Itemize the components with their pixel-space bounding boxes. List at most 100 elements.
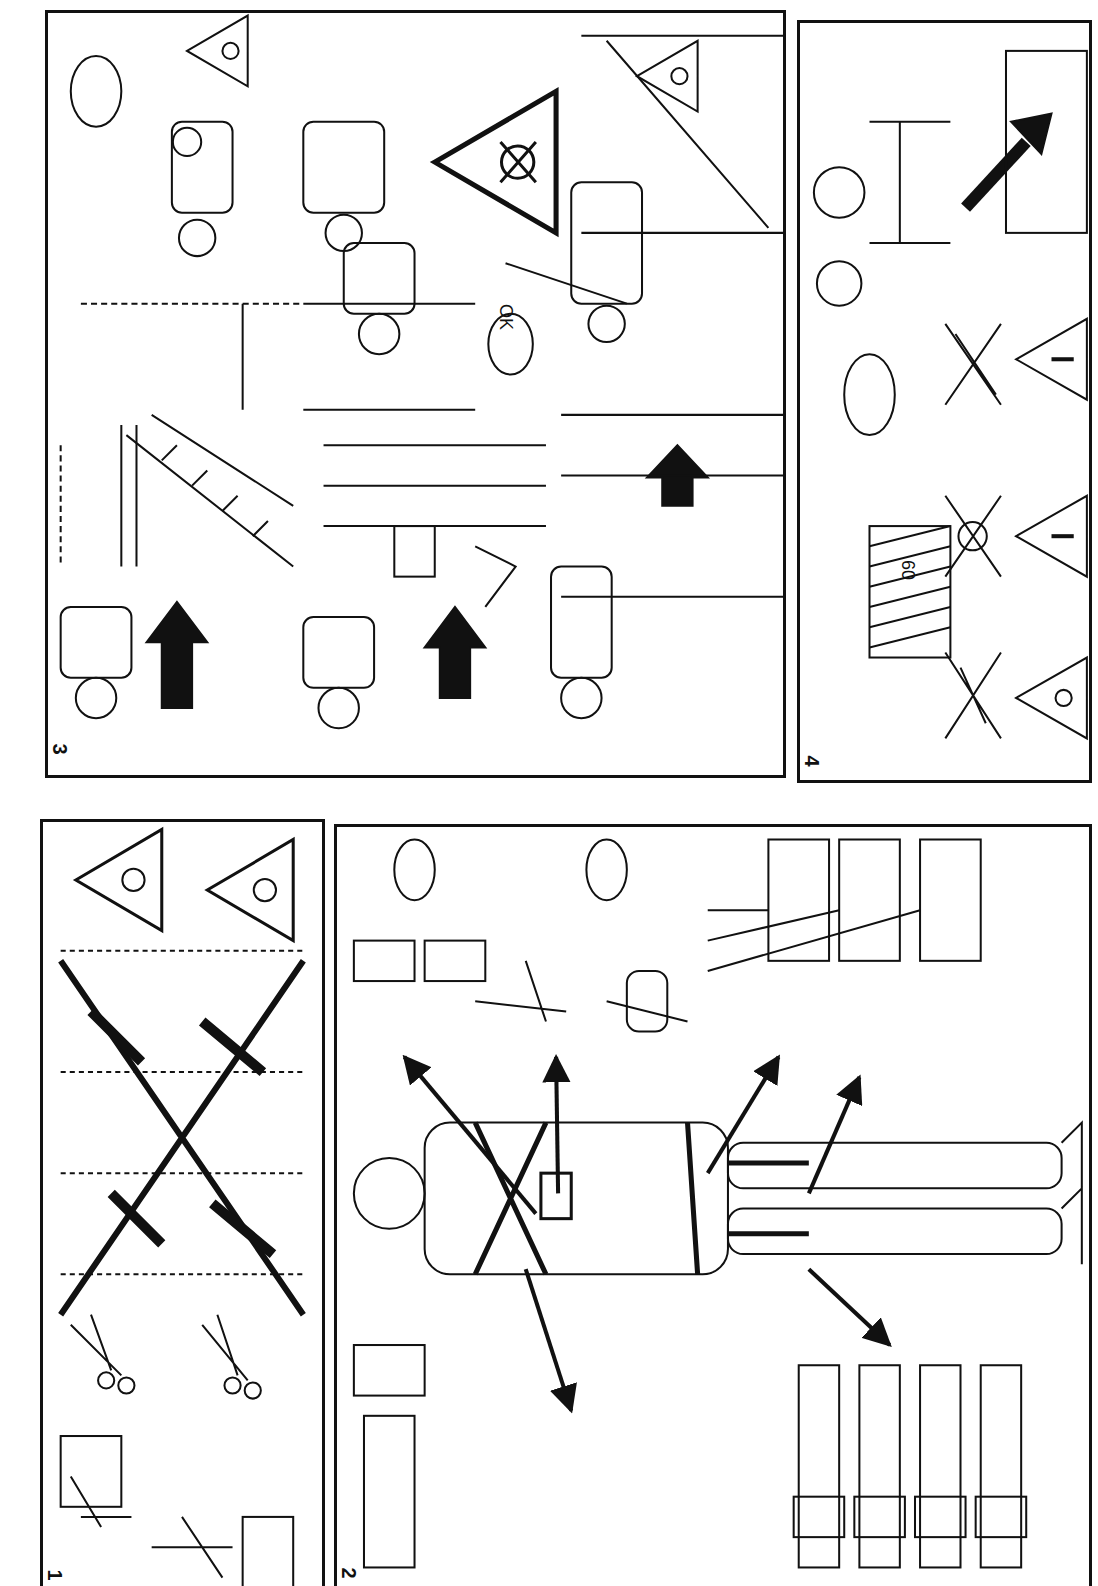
hand-symbol bbox=[394, 840, 434, 901]
symbol-label: OK bbox=[497, 304, 515, 330]
scissors bbox=[71, 1315, 122, 1376]
panel-number: 2 bbox=[339, 1567, 359, 1578]
worker-head bbox=[318, 688, 358, 728]
beam bbox=[324, 445, 546, 526]
panel-frame: 4 bbox=[797, 20, 1092, 783]
warning-triangle bbox=[1016, 658, 1087, 739]
webbing-end bbox=[708, 910, 920, 971]
worker-torso bbox=[303, 122, 384, 213]
rope-coil bbox=[814, 167, 865, 218]
panel-frame: 2 bbox=[334, 824, 1092, 1586]
warning-triangle bbox=[435, 91, 556, 233]
beam bbox=[243, 304, 476, 410]
worker-head bbox=[561, 678, 601, 718]
warning-triangle bbox=[207, 840, 293, 941]
worker-body bbox=[551, 567, 612, 678]
karabiner-detail bbox=[475, 961, 687, 1022]
buckle-frame bbox=[794, 1497, 845, 1537]
karabiner-detail bbox=[627, 971, 667, 1032]
ladder-rung bbox=[162, 445, 268, 536]
symbol-label: 60 bbox=[899, 560, 917, 580]
harness-small bbox=[71, 1476, 132, 1527]
warning-triangle bbox=[637, 41, 698, 112]
big-arrow bbox=[425, 607, 486, 698]
sun-symbol bbox=[958, 522, 986, 550]
arrow-head bbox=[1011, 114, 1051, 154]
buckle-detail bbox=[920, 840, 981, 961]
worker-torso bbox=[425, 1123, 728, 1275]
scissors bbox=[224, 1377, 240, 1393]
detail-arrow bbox=[526, 1269, 571, 1411]
rack bbox=[870, 122, 951, 243]
panel-number: 1 bbox=[45, 1569, 65, 1580]
ladder-rail bbox=[126, 415, 293, 567]
scissors bbox=[245, 1382, 261, 1398]
hand-symbol bbox=[844, 354, 895, 435]
damaged-webbing bbox=[91, 1011, 273, 1254]
panel-frame: 3 bbox=[45, 10, 786, 778]
buckle-frame bbox=[915, 1497, 966, 1537]
buckle-detail bbox=[839, 840, 900, 961]
scissors bbox=[98, 1372, 114, 1388]
detail-arrow bbox=[809, 1077, 860, 1193]
worker-torso bbox=[61, 607, 132, 678]
box bbox=[394, 526, 434, 577]
webbing-sample bbox=[870, 526, 951, 657]
skull-symbol bbox=[222, 43, 238, 59]
skull-symbol bbox=[1056, 690, 1072, 706]
worker-body bbox=[571, 182, 642, 303]
worker-head bbox=[588, 306, 624, 342]
worker-head bbox=[359, 314, 399, 354]
detail-arrow bbox=[404, 1057, 535, 1214]
exclamation-mark bbox=[1051, 357, 1073, 361]
hand-symbol bbox=[586, 840, 626, 901]
panel-frame: 1 bbox=[40, 819, 325, 1586]
machine bbox=[243, 1517, 294, 1586]
sling bbox=[475, 546, 515, 607]
buckle-detail bbox=[768, 840, 829, 961]
figure-fallen bbox=[152, 1517, 233, 1578]
panel-number: 3 bbox=[50, 743, 70, 754]
harness-small bbox=[61, 1436, 122, 1507]
storage-box bbox=[1006, 51, 1087, 233]
scissors bbox=[118, 1377, 134, 1393]
exclamation-mark bbox=[1051, 534, 1073, 538]
buckle-detail bbox=[425, 941, 486, 981]
worker-torso bbox=[303, 617, 374, 688]
crossed-rope bbox=[945, 324, 1001, 405]
detail-arrow bbox=[809, 1269, 890, 1345]
post bbox=[121, 425, 136, 567]
buckle-detail bbox=[354, 941, 415, 981]
guide-line bbox=[61, 304, 304, 567]
crossed-rope bbox=[945, 496, 1001, 577]
beam bbox=[581, 36, 783, 233]
detail-arrow bbox=[556, 1057, 558, 1193]
panel-number: 4 bbox=[802, 755, 822, 766]
lanyard bbox=[506, 263, 627, 303]
warning-triangle bbox=[1016, 496, 1087, 577]
worker-head bbox=[326, 215, 362, 251]
webbing-edge bbox=[61, 951, 304, 1275]
worker-head bbox=[173, 128, 201, 156]
cross-out bbox=[61, 961, 304, 1315]
skull-symbol bbox=[671, 68, 687, 84]
skull-symbol bbox=[122, 869, 144, 891]
warning-triangle bbox=[187, 16, 248, 87]
big-arrow bbox=[147, 602, 208, 708]
buckle-detail bbox=[354, 1345, 425, 1396]
worker-torso bbox=[172, 122, 233, 213]
buckle-frame bbox=[854, 1497, 905, 1537]
scissors bbox=[202, 1315, 247, 1381]
rope-coil bbox=[817, 261, 861, 305]
skull-bones bbox=[500, 142, 535, 182]
worker-foot bbox=[1062, 1123, 1082, 1265]
worker-head bbox=[179, 220, 215, 256]
crossed-rope bbox=[945, 652, 1001, 738]
worker-head bbox=[76, 678, 116, 718]
worker-head bbox=[354, 1158, 425, 1229]
skull-symbol bbox=[254, 879, 276, 901]
beam bbox=[561, 415, 783, 597]
hand-symbol bbox=[71, 56, 122, 127]
